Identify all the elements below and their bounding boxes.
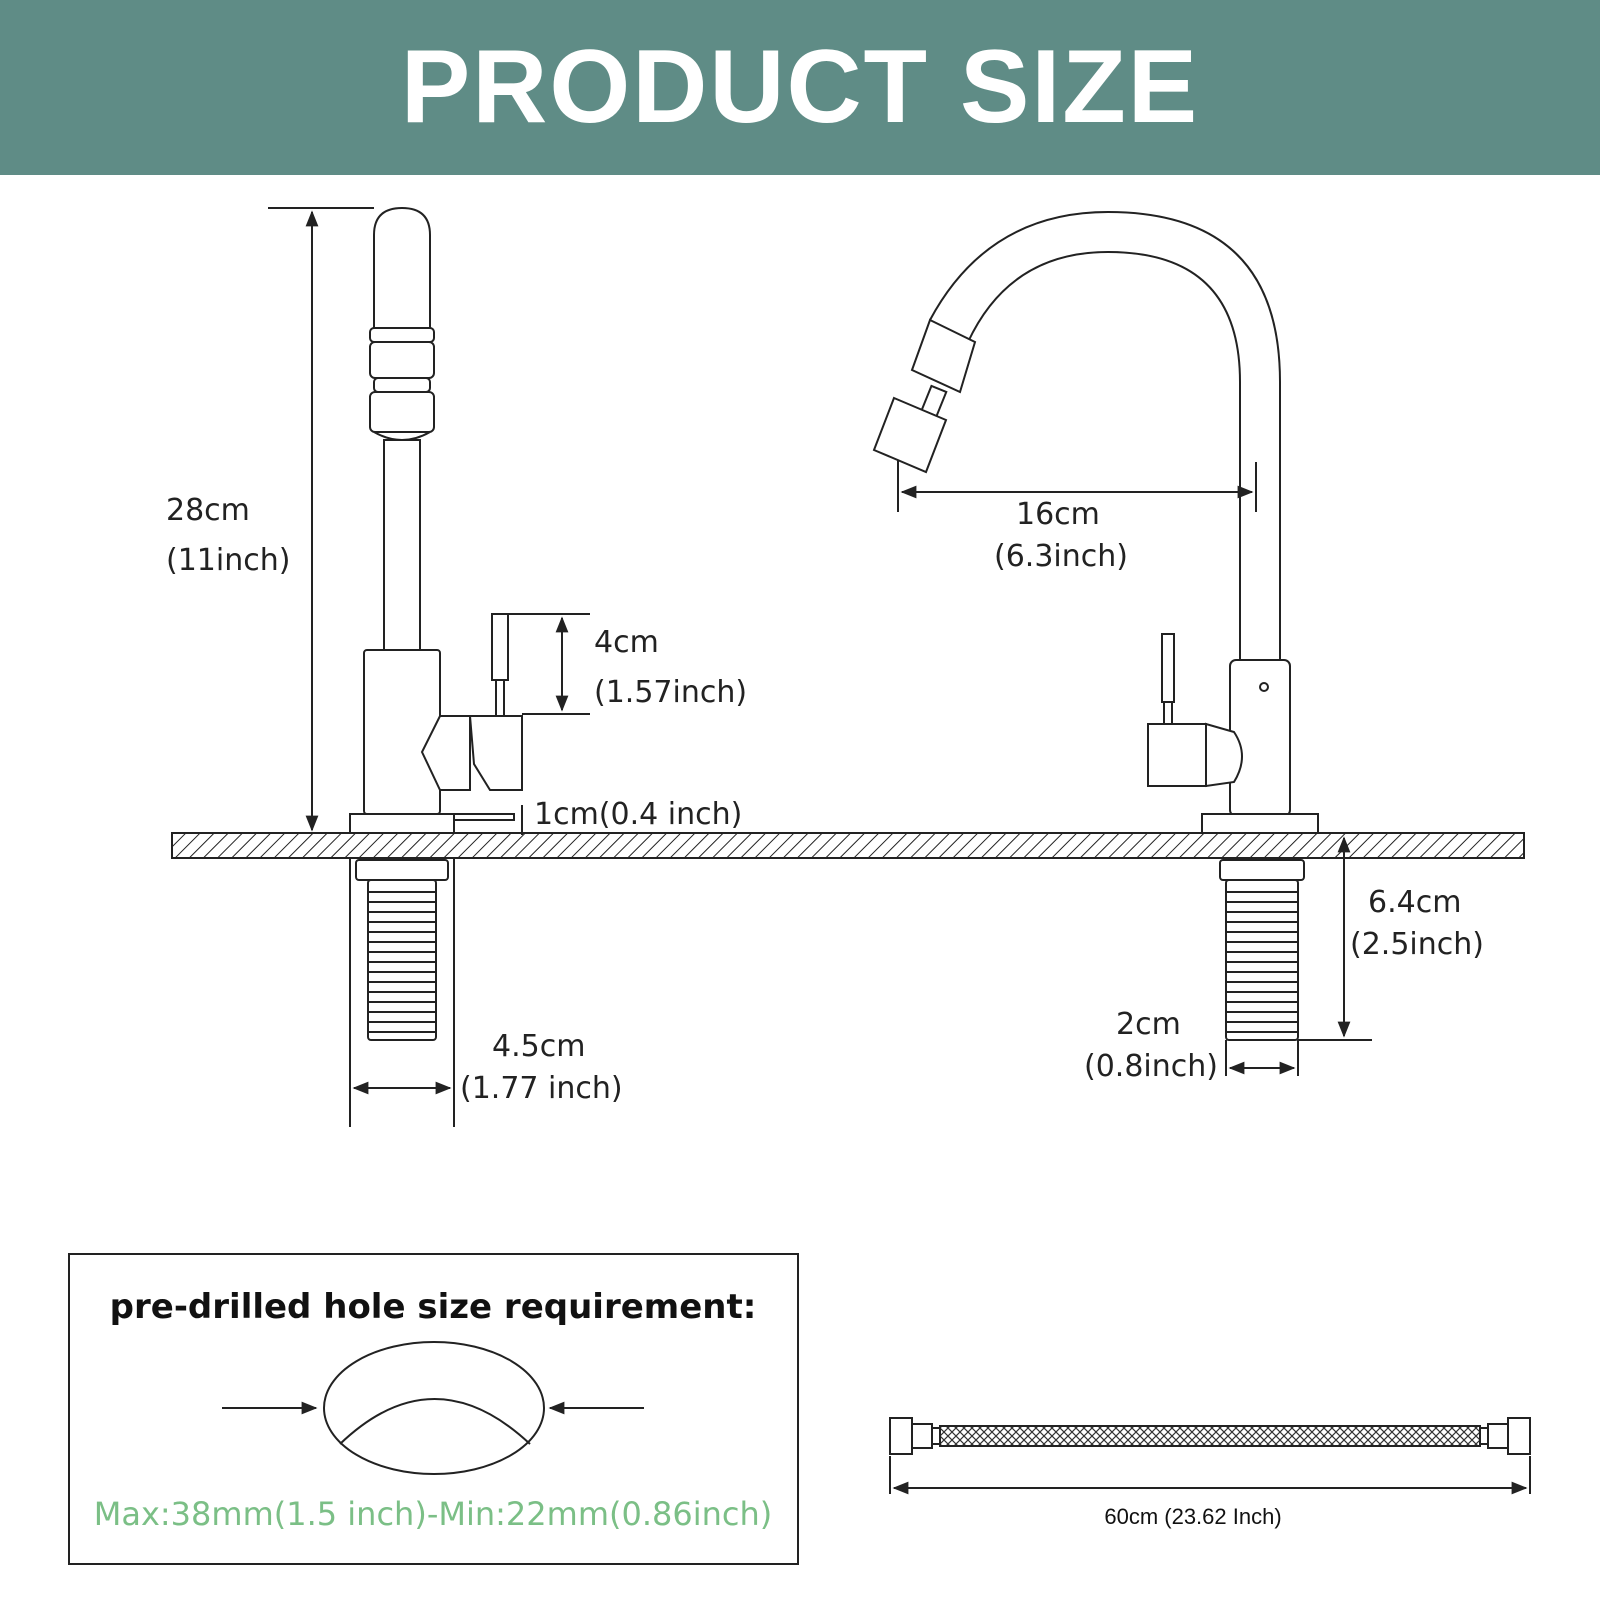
reach-cm-label: 16cm <box>1016 497 1100 532</box>
handle-cm-label: 4cm <box>594 625 659 660</box>
faucet-front-view <box>872 210 1319 1041</box>
base-width-cm-label: 4.5cm <box>492 1029 585 1064</box>
countertop <box>171 832 1525 859</box>
hose-illustration <box>889 1417 1531 1495</box>
hole-illustration <box>222 1341 644 1475</box>
reach-inch-label: (6.3inch) <box>994 539 1128 574</box>
base-height-label: 1cm(0.4 inch) <box>534 797 742 832</box>
height-inch-label: (11inch) <box>166 543 290 578</box>
base-width-inch-label: (1.77 inch) <box>460 1071 623 1106</box>
page-title: PRODUCT SIZE <box>400 29 1200 145</box>
shank-width-cm-label: 2cm <box>1116 1007 1181 1042</box>
shank-width-inch-label: (0.8inch) <box>1084 1049 1218 1084</box>
header-banner: PRODUCT SIZE <box>0 0 1600 175</box>
faucet-side-view <box>349 206 523 1041</box>
dimension-lines-left <box>268 207 590 1127</box>
right-shank-threads <box>1226 891 1298 1033</box>
hose-length-label: 60cm (23.62 Inch) <box>1104 1504 1281 1529</box>
hole-size-range: Max:38mm(1.5 inch)-Min:22mm(0.86inch) <box>94 1495 773 1533</box>
hole-requirement-title: pre-drilled hole size requirement: <box>110 1287 757 1327</box>
handle-inch-label: (1.57inch) <box>594 675 747 710</box>
dimension-lines-right <box>897 460 1372 1076</box>
hole-requirement-box <box>68 1253 799 1565</box>
height-cm-label: 28cm <box>166 493 250 528</box>
shank-length-cm-label: 6.4cm <box>1368 885 1461 920</box>
left-shank-threads <box>368 891 436 1033</box>
shank-length-inch-label: (2.5inch) <box>1350 927 1484 962</box>
